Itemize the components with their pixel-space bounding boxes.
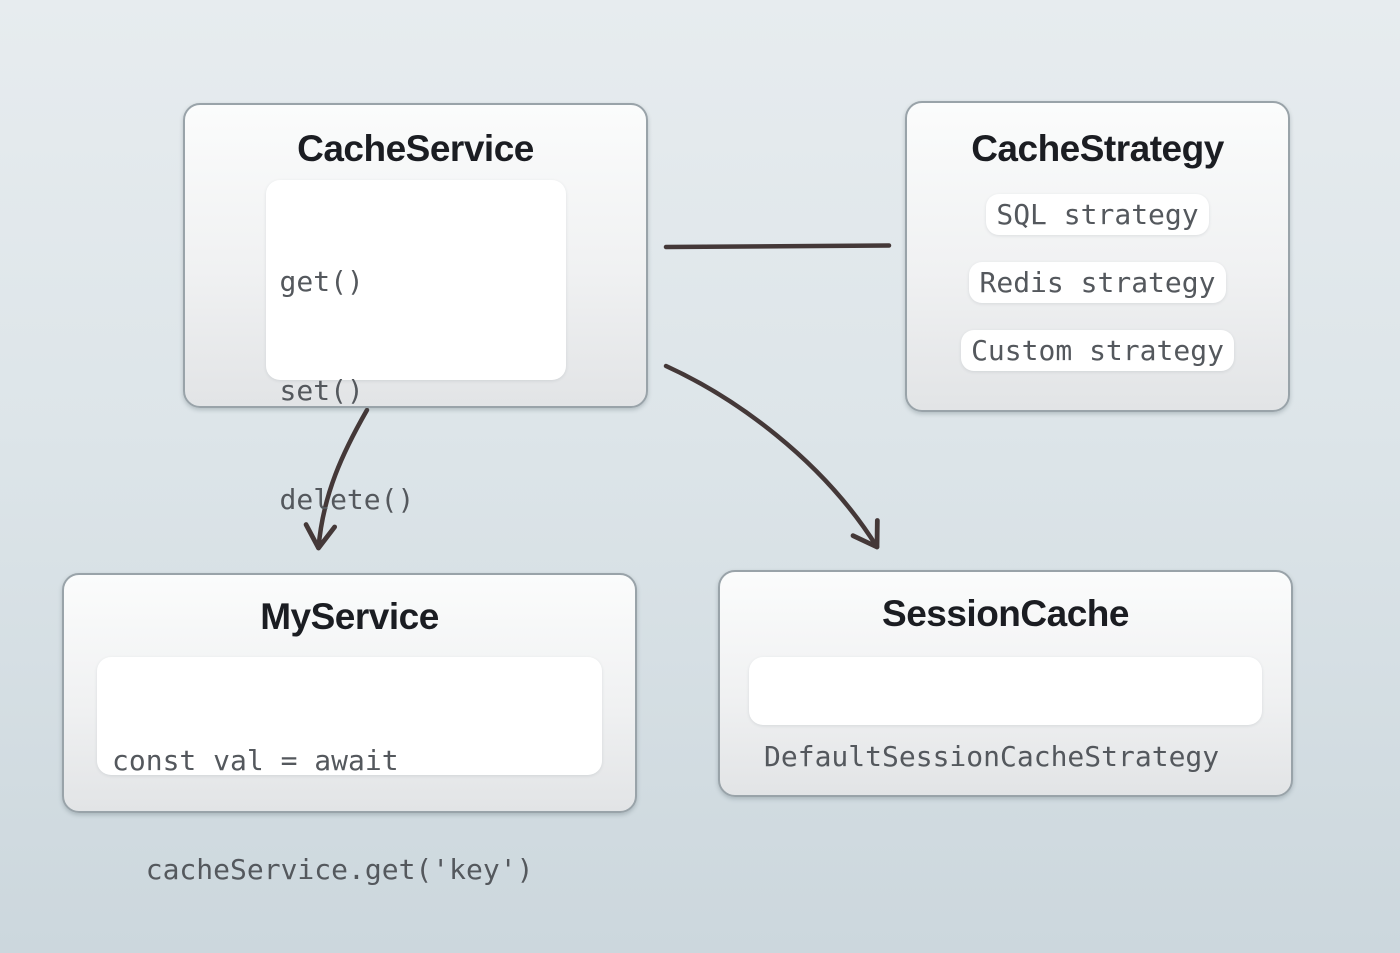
method-item: delete() <box>279 483 415 516</box>
node-cache-service: CacheService get() set() delete() invali… <box>183 103 648 625</box>
edge-cacheservice-sessioncache <box>663 363 880 550</box>
method-item: get() <box>279 265 364 298</box>
node-session-cache: SessionCache DefaultSessionCacheStrategy <box>718 570 1293 797</box>
strategy-pill-custom: Custom strategy <box>961 330 1234 371</box>
code-line: cacheService.get('key') <box>112 853 534 886</box>
strategy-pill-sql: SQL strategy <box>986 194 1209 235</box>
cache-service-methods-card: get() set() delete() invalidateTags() <box>265 180 566 625</box>
cache-strategy-title: CacheStrategy <box>971 128 1224 169</box>
node-my-service: MyService const val = await cacheService… <box>62 573 637 886</box>
strategy-pill-redis: Redis strategy <box>969 262 1226 303</box>
edge-cacheservice-cachestrategy <box>663 243 892 250</box>
method-item: set() <box>279 374 364 407</box>
strategy-pill-stack: SQL strategy Redis strategy Custom strat… <box>961 194 1234 371</box>
cache-service-title: CacheService <box>297 128 534 169</box>
session-strategy-label: DefaultSessionCacheStrategy <box>764 740 1220 773</box>
session-cache-title: SessionCache <box>882 593 1129 634</box>
my-service-code-card: const val = await cacheService.get('key'… <box>97 657 602 886</box>
code-line: const val = await <box>112 744 399 777</box>
my-service-title: MyService <box>260 596 439 637</box>
node-cache-strategy: CacheStrategy SQL strategy Redis strateg… <box>905 101 1290 412</box>
session-cache-strategy-card: DefaultSessionCacheStrategy <box>749 657 1262 773</box>
